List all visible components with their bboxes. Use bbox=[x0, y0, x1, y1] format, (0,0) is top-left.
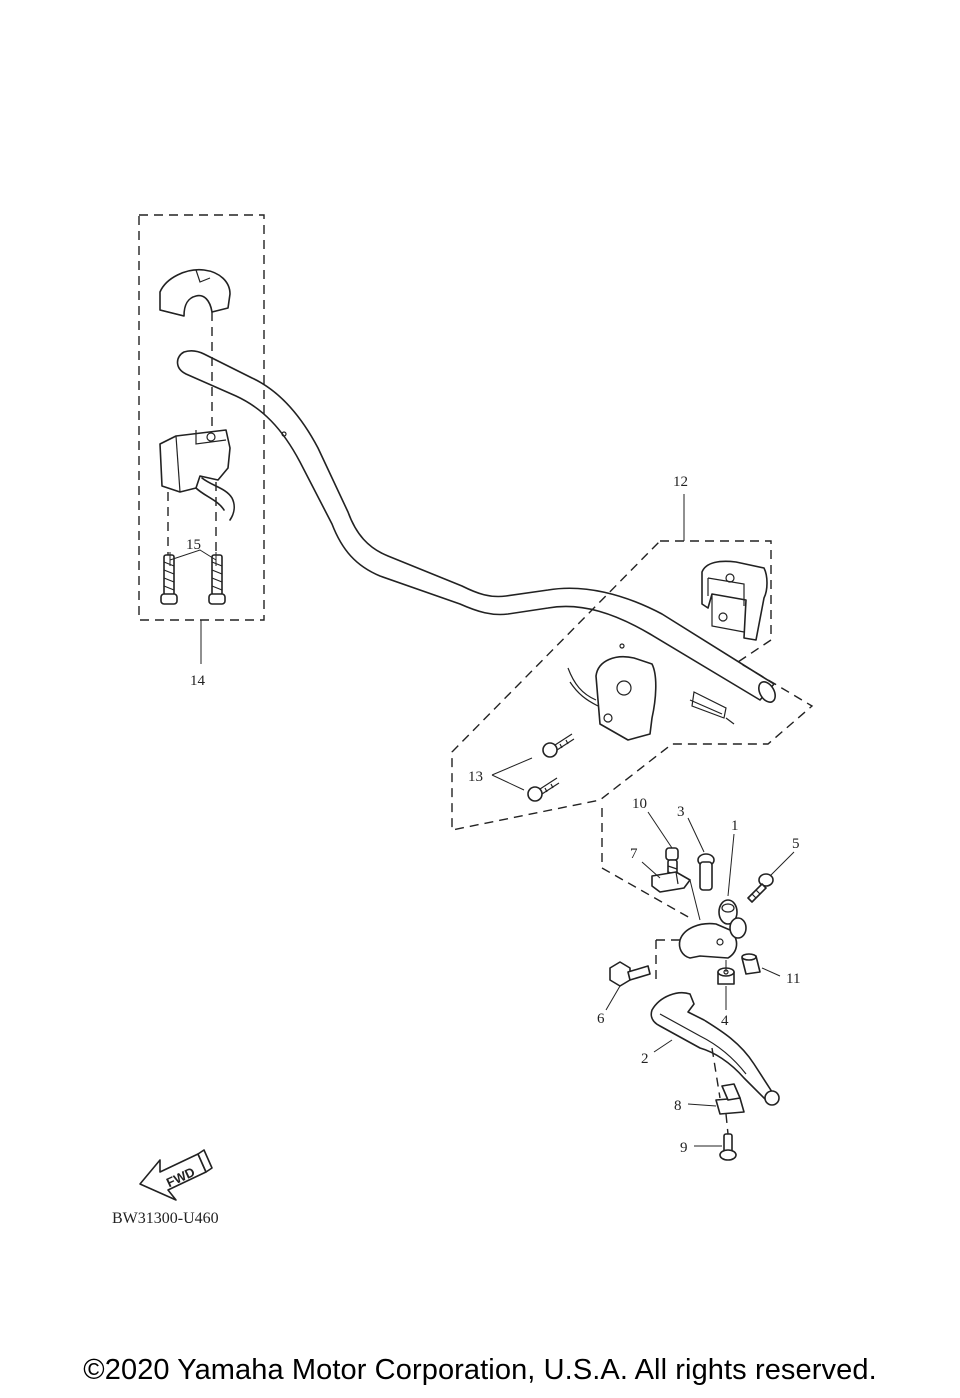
switch-wire bbox=[689, 691, 735, 725]
callout-14: 14 bbox=[190, 673, 206, 689]
lower-holder bbox=[159, 429, 235, 521]
bolt-15-right bbox=[208, 554, 226, 605]
upper-holder bbox=[159, 268, 231, 317]
callout-7: 7 bbox=[630, 846, 638, 862]
leader-lines bbox=[605, 811, 795, 1147]
bolt-5 bbox=[747, 873, 774, 903]
callout-5: 5 bbox=[792, 836, 800, 852]
copyright-notice: ©2020 Yamaha Motor Corporation, U.S.A. A… bbox=[83, 1354, 877, 1386]
bolt-3 bbox=[697, 853, 715, 891]
callout-10: 10 bbox=[632, 796, 647, 812]
callout-11: 11 bbox=[786, 971, 800, 987]
screw-9 bbox=[719, 1133, 737, 1161]
lever-2 bbox=[650, 992, 780, 1106]
group-12-box bbox=[451, 494, 814, 831]
part-8 bbox=[715, 1083, 745, 1115]
bolt-6 bbox=[609, 961, 651, 987]
callout-9: 9 bbox=[680, 1140, 688, 1156]
group-14-box bbox=[138, 214, 265, 664]
callout-15: 15 bbox=[186, 537, 201, 553]
lever-assembly-frame bbox=[601, 808, 691, 980]
switch-upper-housing bbox=[701, 560, 768, 641]
fwd-arrow-icon: FWD bbox=[139, 1149, 213, 1201]
callout-3: 3 bbox=[677, 804, 685, 820]
bushing-4 bbox=[717, 967, 735, 985]
bolt-15-left bbox=[160, 554, 178, 605]
callout-1: 1 bbox=[731, 818, 739, 834]
diagram-code: BW31300-U460 bbox=[112, 1210, 219, 1227]
collar-11 bbox=[741, 953, 761, 975]
callout-12: 12 bbox=[673, 474, 688, 490]
handlebar bbox=[176, 349, 776, 703]
screw-13-upper bbox=[542, 733, 575, 758]
callout-8: 8 bbox=[674, 1098, 682, 1114]
clip-7 bbox=[651, 871, 691, 893]
callout-4: 4 bbox=[721, 1013, 729, 1029]
switch-lower-housing bbox=[567, 656, 657, 741]
screw-13-lower bbox=[527, 777, 560, 802]
lever-holder bbox=[678, 899, 747, 959]
callout-6: 6 bbox=[597, 1011, 605, 1027]
callout-2: 2 bbox=[641, 1051, 649, 1067]
callout-13: 13 bbox=[468, 769, 483, 785]
